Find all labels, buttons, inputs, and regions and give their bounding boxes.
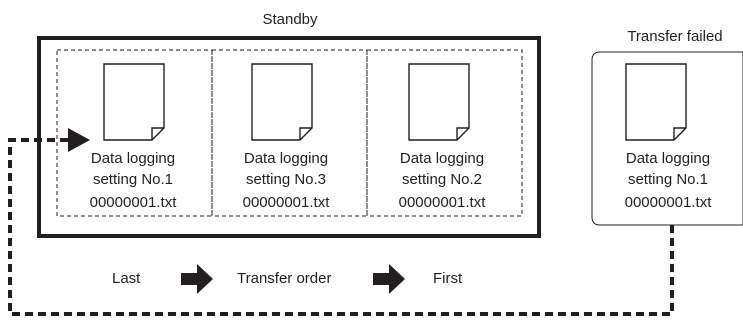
file-label-line1: Data logging (244, 150, 328, 167)
retry-dashed-connector (8, 138, 674, 316)
file-name: 00000001.txt (625, 194, 713, 211)
file-label-line2: setting No.2 (402, 171, 482, 188)
order-last-label: Last (112, 270, 141, 287)
slot-dashed-frame (56, 49, 213, 217)
file-label-line1: Data logging (400, 150, 484, 167)
document-icon (625, 63, 687, 141)
standby-slot-3: Data logging setting No.2 00000001.txt (366, 49, 523, 217)
standby-box (37, 36, 541, 238)
file-label-line1: Data logging (91, 150, 175, 167)
failed-title: Transfer failed (627, 28, 722, 45)
retry-arrowhead (68, 128, 90, 152)
standby-title: Standby (262, 11, 318, 28)
standby-slot-2: Data logging setting No.3 00000001.txt (211, 49, 368, 217)
file-name: 00000001.txt (90, 194, 178, 211)
file-label-line2: setting No.1 (628, 171, 708, 188)
file-label-line2: setting No.3 (246, 171, 326, 188)
slot-dashed-frame (366, 49, 523, 217)
file-name: 00000001.txt (243, 194, 331, 211)
document-icon (251, 63, 313, 141)
order-arrow-icon (373, 264, 405, 294)
order-arrow-icon (181, 264, 213, 294)
order-first-label: First (433, 270, 463, 287)
standby-slot-1: Data logging setting No.1 00000001.txt (56, 49, 213, 217)
document-icon (103, 63, 165, 141)
document-icon (408, 63, 470, 141)
order-transfer-label: Transfer order (237, 270, 331, 287)
file-name: 00000001.txt (399, 194, 487, 211)
file-label-line2: setting No.1 (93, 171, 173, 188)
file-label-line1: Data logging (626, 150, 710, 167)
failed-file: Data logging setting No.1 00000001.txt (625, 63, 713, 211)
slot-dashed-frame (211, 49, 368, 217)
